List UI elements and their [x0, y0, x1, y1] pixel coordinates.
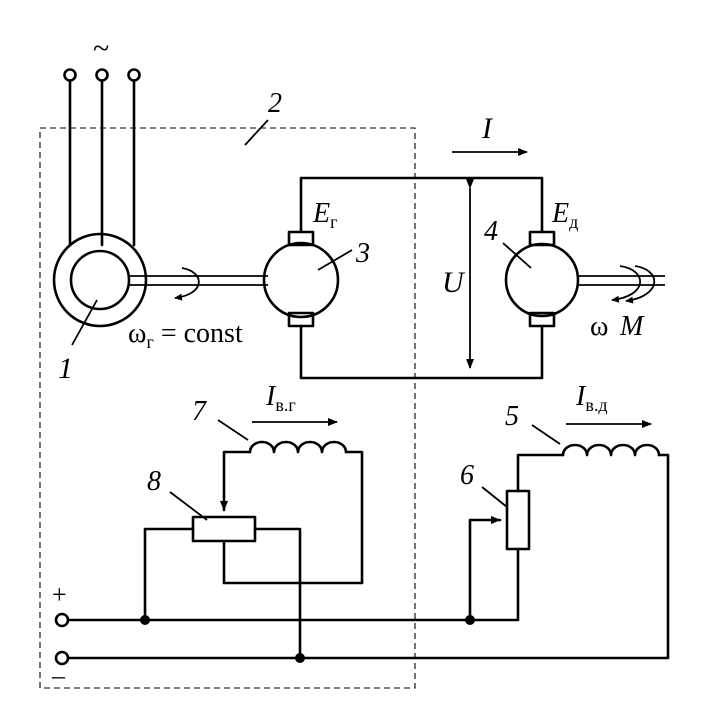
label-1: 1 — [58, 352, 73, 385]
omega-motor-label: ω — [590, 311, 608, 342]
motor-brush-bottom — [528, 311, 556, 328]
ac-motor-1 — [52, 232, 148, 328]
label-3-leader — [317, 249, 353, 271]
label-2-leader — [244, 119, 269, 146]
field-current-gen-label: Iв.г — [265, 381, 296, 415]
junction-dot — [140, 615, 150, 625]
rotation-arrow-omega — [611, 265, 641, 303]
rheostat-8-left-lead — [143, 527, 195, 622]
label-2: 2 — [268, 88, 282, 119]
terminal-phase-a — [63, 68, 77, 82]
label-4-leader — [502, 242, 532, 269]
armature-wire-top — [299, 176, 544, 234]
negative-bus — [66, 453, 670, 660]
rheostat-6 — [505, 489, 531, 551]
field-coil-7-return — [222, 450, 364, 585]
generator-field-coil-7 — [248, 440, 348, 454]
emf-motor-label: Eд — [551, 198, 578, 232]
torque-arrow-M — [625, 265, 656, 304]
terminal-phase-c — [127, 68, 141, 82]
dc-generator-3 — [262, 230, 340, 328]
label-6: 6 — [460, 460, 474, 491]
label-7: 7 — [192, 396, 207, 427]
field-coil-5-lead — [516, 453, 565, 493]
voltage-U-label: U — [442, 266, 466, 299]
junction-dot — [465, 615, 475, 625]
motor-field-coil-5 — [561, 443, 661, 457]
label-3: 3 — [355, 238, 370, 269]
current-I-label: I — [481, 112, 494, 145]
armature-wire-bottom — [299, 324, 544, 380]
emf-gen-label: Eг — [312, 198, 338, 232]
rotation-arrow-generator — [174, 267, 200, 301]
terminal-phase-b — [95, 68, 109, 82]
rheostat-6-slider — [468, 516, 502, 622]
field-current-motor-label: Iв.д — [575, 381, 608, 415]
label-5-leader — [531, 424, 561, 445]
rheostat-8 — [191, 515, 257, 543]
three-phase-terminals — [63, 68, 141, 247]
label-1-leader — [71, 299, 98, 346]
rheostat-8-right-lead — [253, 527, 302, 660]
plus-label: + — [52, 580, 67, 609]
rheostat-8-slider — [220, 450, 252, 512]
label-8: 8 — [147, 466, 161, 497]
motor-brush-top — [528, 230, 556, 247]
ac-symbol: ~ — [93, 32, 109, 65]
torque-M-label: M — [619, 311, 645, 342]
positive-bus — [66, 547, 520, 622]
label-5: 5 — [505, 401, 519, 432]
output-shaft — [578, 275, 665, 286]
label-4: 4 — [484, 216, 498, 247]
terminal-plus — [54, 612, 70, 628]
label-7-leader — [217, 419, 249, 441]
omega-gen-label: ωг = const — [128, 318, 243, 352]
supply-leads — [68, 79, 136, 247]
minus-label: – — [51, 661, 66, 690]
label-6-leader — [481, 486, 508, 508]
junction-dot — [295, 653, 305, 663]
terminal-minus — [54, 650, 70, 666]
label-8-leader — [169, 491, 208, 521]
dc-motor-4 — [504, 230, 580, 328]
generator-unit-enclosure — [39, 127, 416, 689]
